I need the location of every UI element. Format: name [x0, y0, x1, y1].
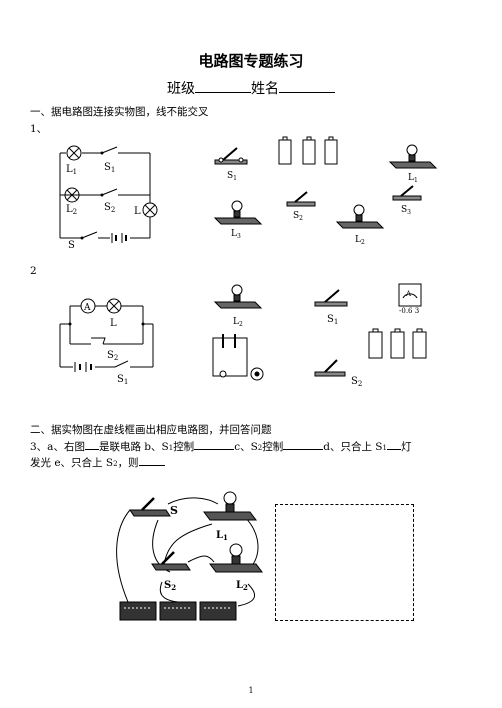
q3-blank-c[interactable]: [283, 439, 324, 450]
section1-heading: 一、据电路图连接实物图，线不能交叉: [30, 106, 209, 118]
q1-phys-label-L1: L1: [408, 173, 418, 184]
section2-heading: 二、据实物图在虚线框画出相应电路图，并回答问题: [30, 424, 272, 436]
q1-phys-label-S2: S2: [293, 211, 303, 222]
page-number: 1: [248, 686, 254, 695]
q2-label-S2: S2: [107, 350, 118, 362]
q3-text-a: 3、a、右图: [30, 441, 85, 453]
q2-label-L: L: [110, 318, 117, 329]
q1-physical-lamp-l3: [213, 200, 263, 225]
q3-text-e: 控制: [262, 441, 284, 453]
q3-physical-circuit: S L1 S2 L2: [116, 491, 263, 621]
answer-dashed-box[interactable]: [275, 504, 414, 621]
q3-physical-batteries: [119, 601, 237, 621]
page-title: 电路图专题练习: [198, 52, 304, 70]
q2-phys-label-L2: L2: [233, 317, 243, 328]
q3-line2: 发光 e、只合上 S2，则: [30, 455, 165, 470]
q3-text-c: 控制: [173, 441, 195, 453]
q3-physical-switch-s2: [151, 551, 191, 571]
q1-physical-batteries: [278, 136, 338, 165]
q2-physical-switch-s2: [314, 359, 346, 377]
q1-physical-components: S1 L1 S2 S3 L3 L2: [213, 136, 438, 246]
q2-circuit-diagram: A L S2 S1: [59, 298, 154, 386]
q2-phys-label-S1: S1: [327, 314, 338, 326]
q2-meter-face: A: [405, 290, 412, 298]
q1-phys-label-S3: S3: [401, 205, 411, 216]
q3-text-f: d、只合上 S: [323, 441, 383, 453]
q1-label-S1: S1: [104, 162, 115, 174]
q2-physical-batteries: [368, 328, 427, 359]
q1-physical-switch-s3: [392, 185, 422, 201]
name-blank[interactable]: [279, 92, 335, 93]
name-label: 姓名: [251, 81, 279, 97]
q3-blank-d[interactable]: [386, 439, 401, 450]
q1-label-S: S: [68, 240, 75, 250]
q3-physical-lamp-l2: [209, 543, 263, 573]
q3-sub-line2a: 2: [113, 460, 118, 468]
q2-physical-ammeter: [398, 283, 422, 307]
q1-phys-label-S1: S1: [227, 171, 237, 182]
q3-blank-b[interactable]: [194, 439, 235, 450]
q3-sub-b: 1: [168, 444, 174, 452]
q1-physical-switch-s2: [286, 191, 316, 207]
q1-physical-lamp-l1: [388, 144, 438, 169]
q1-physical-switch-s1: [214, 147, 248, 165]
q1-label-L1: L1: [66, 164, 77, 176]
q1-label-L: L: [134, 206, 141, 217]
q3-physical-lamp-l1: [203, 491, 257, 521]
q1-physical-lamp-l2: [335, 204, 385, 229]
q2-physical-electric-bell: [212, 334, 264, 381]
q3-text-line2b: ，则: [117, 457, 139, 469]
q1-phys-label-L2: L2: [355, 235, 365, 246]
q2-phys-label-S2: S2: [351, 376, 362, 388]
q3-sub-f: 1: [382, 444, 387, 452]
q2-number: 2: [30, 265, 37, 277]
class-name-line: 班级 姓名: [0, 78, 502, 98]
q3-blank-a[interactable]: [84, 439, 99, 450]
q2-ammeter-symbol: A: [83, 303, 91, 313]
q3-text-b: 是联电路 b、S: [98, 441, 169, 453]
q3-physical-switch-s: [129, 497, 171, 517]
q2-physical-lamp-l2: [213, 284, 263, 309]
class-label: 班级: [167, 81, 195, 97]
q3-text-g: 灯: [400, 441, 412, 453]
q2-meter-scale: -0.6 3: [399, 307, 419, 315]
q3-label-L1: L1: [216, 530, 228, 542]
q3-label-S2: S2: [164, 580, 176, 592]
q3-blank-e[interactable]: [138, 455, 165, 466]
class-blank[interactable]: [195, 92, 251, 93]
q1-number: 1、: [30, 123, 48, 135]
q3-text-line2a: 发光 e、只合上 S: [30, 457, 114, 469]
q1-phys-label-L3: L3: [231, 229, 241, 240]
q3-label-S: S: [170, 504, 178, 517]
q3-sub-d: 2: [257, 444, 263, 452]
q3-label-L2: L2: [236, 580, 248, 592]
q2-physical-components: L2 S1 A -0.6 3 S2: [212, 283, 427, 388]
q2-physical-switch-s1: [314, 289, 348, 307]
q2-label-S1: S1: [117, 374, 128, 386]
q1-circuit-diagram: L1 S1 L2 S2 L S: [59, 145, 158, 250]
q1-label-L2: L2: [66, 204, 77, 216]
q1-label-S2: S2: [104, 202, 115, 214]
q3-text-d: c、S: [234, 441, 258, 453]
